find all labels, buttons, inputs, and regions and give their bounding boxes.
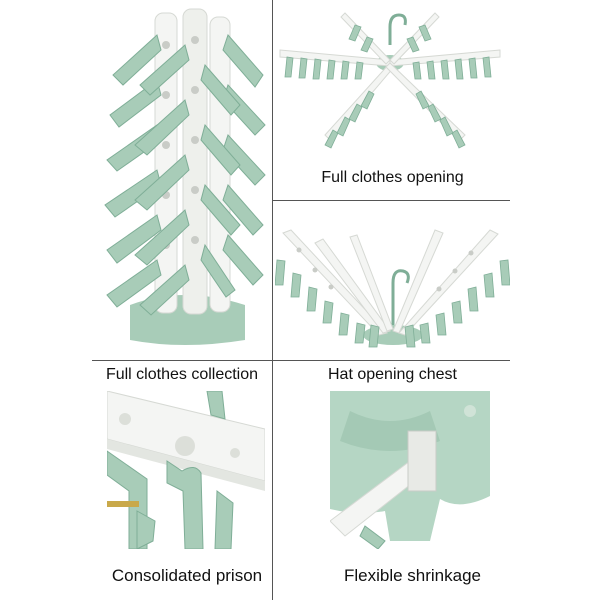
divider-right-1	[272, 200, 510, 201]
caption-consolidated: Consolidated prison	[111, 566, 263, 585]
vertical-divider	[272, 0, 273, 600]
flexible-closeup-image	[330, 391, 490, 549]
caption-flexible: Flexible shrinkage	[343, 566, 481, 585]
collapsed-hanger-image	[95, 5, 270, 350]
caption-full-opening: Full clothes opening	[321, 169, 464, 186]
hat-opening-image	[275, 225, 510, 355]
divider-middle	[92, 360, 510, 361]
full-opening-image	[275, 5, 510, 155]
consolidated-closeup-image	[107, 391, 265, 549]
caption-hat-opening: Hat opening chest	[328, 366, 457, 383]
caption-full-collection: Full clothes collection	[105, 366, 259, 383]
